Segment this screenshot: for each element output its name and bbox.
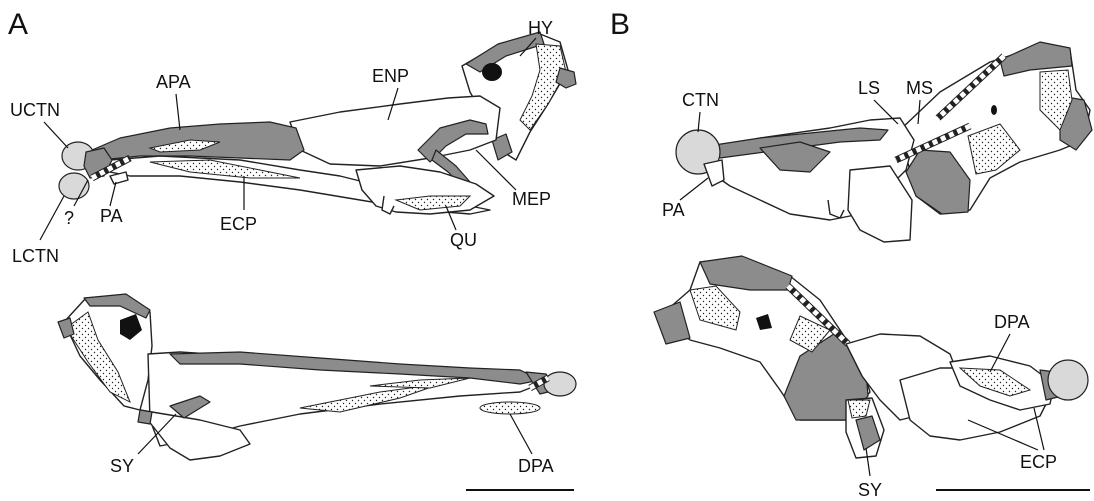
- fenestra-dark: [482, 63, 502, 81]
- symplectic-knob: [138, 410, 152, 424]
- dpa-element: [480, 402, 540, 414]
- label-lctn: LCTN: [12, 246, 59, 266]
- label-sy-b: SY: [858, 480, 882, 500]
- label-ecp: ECP: [220, 214, 257, 234]
- panel-b: B: [610, 8, 1092, 500]
- palatine-small: [110, 172, 128, 184]
- label-pa-b: PA: [662, 200, 685, 220]
- lower-ctn-knob: [544, 372, 576, 396]
- panel-a-lower-skull: [58, 294, 576, 460]
- leader-lctn: [40, 196, 64, 240]
- b-lower-ctn-knob: [1048, 360, 1088, 400]
- leader-ctn: [698, 112, 700, 132]
- leader-apa: [176, 94, 180, 130]
- label-qu: QU: [450, 230, 477, 250]
- leader-pa-b: [680, 178, 708, 200]
- panel-a-letter: A: [8, 8, 28, 41]
- leader-uctn: [44, 122, 68, 148]
- label-ms: MS: [906, 78, 933, 98]
- b-pa-element: [704, 160, 724, 186]
- label-apa: APA: [156, 72, 191, 92]
- label-question: ?: [64, 208, 74, 228]
- leader-dpa-a: [510, 414, 532, 454]
- label-uctn: UCTN: [10, 100, 60, 120]
- leader-pa: [110, 182, 116, 206]
- panel-b-letter: B: [610, 8, 630, 41]
- label-ecp-b: ECP: [1020, 452, 1057, 472]
- panel-b-upper-skull: [676, 42, 1092, 242]
- label-enp: ENP: [372, 66, 409, 86]
- b-upper-fenestra: [991, 105, 997, 115]
- label-ctn: CTN: [682, 90, 719, 110]
- b-lower-cap: [700, 256, 792, 290]
- label-mep: MEP: [512, 189, 551, 209]
- label-pa: PA: [100, 206, 123, 226]
- label-dpa-b: DPA: [994, 312, 1030, 332]
- label-sy-a: SY: [110, 456, 134, 476]
- label-ls: LS: [858, 78, 880, 98]
- label-hy: HY: [528, 18, 553, 38]
- panel-a: A: [8, 8, 576, 490]
- panel-a-upper-skull: [59, 32, 576, 214]
- panel-b-lower-skull: [654, 256, 1088, 458]
- label-dpa-a: DPA: [518, 456, 554, 476]
- b-upper-lower-flap: [848, 166, 912, 242]
